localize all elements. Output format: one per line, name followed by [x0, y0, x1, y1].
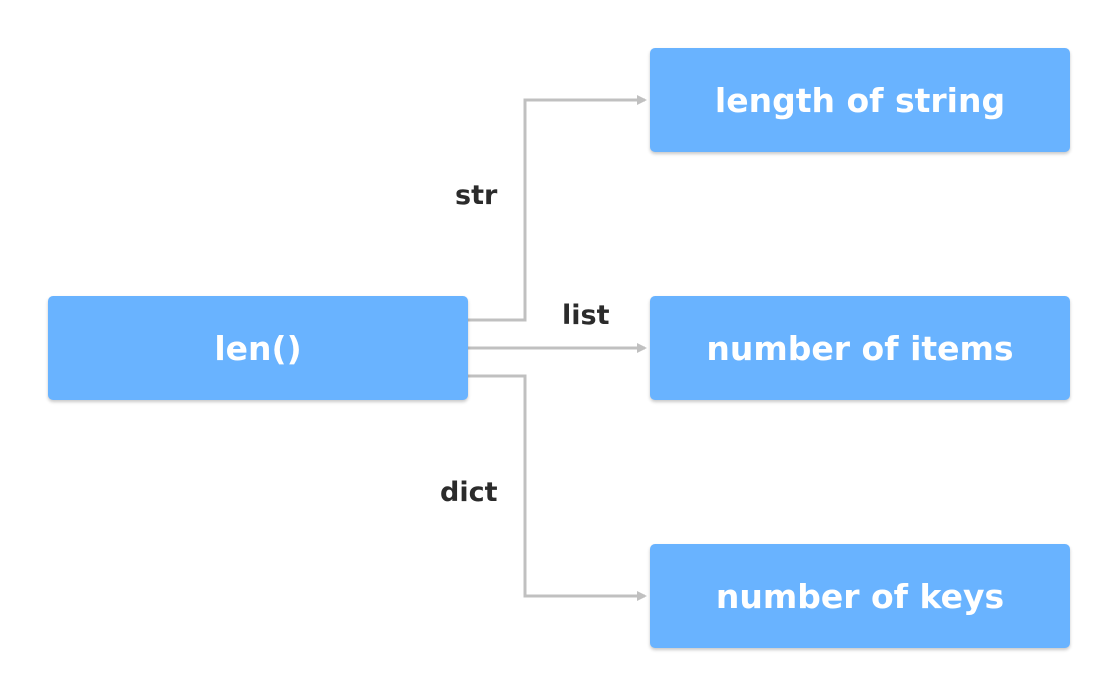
- connector-str: [468, 95, 647, 322]
- source-node-len: len(): [48, 296, 468, 400]
- connector-dict: [468, 374, 647, 601]
- target-node-string-length: length of string: [650, 48, 1070, 152]
- target-node-label: number of keys: [715, 576, 1005, 616]
- edge-label-dict: dict: [440, 477, 498, 508]
- source-node-label: len(): [214, 328, 302, 368]
- edge-label-str: str: [455, 180, 498, 211]
- target-node-key-count: number of keys: [650, 544, 1070, 648]
- target-node-label: length of string: [714, 80, 1006, 120]
- target-node-item-count: number of items: [650, 296, 1070, 400]
- target-node-label: number of items: [706, 328, 1014, 368]
- edge-label-list: list: [562, 300, 610, 331]
